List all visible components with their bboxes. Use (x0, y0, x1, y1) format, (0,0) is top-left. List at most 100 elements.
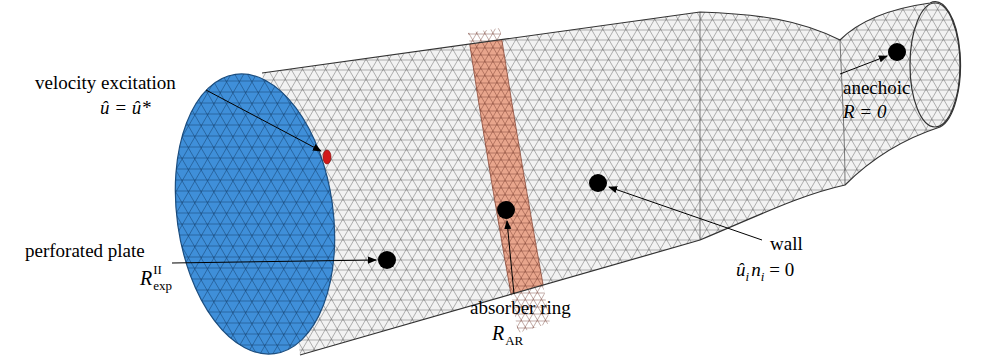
mesh-edge (782, 0, 985, 358)
mesh-edge (886, 0, 985, 358)
mesh-edge (250, 70, 985, 71)
mesh-edge (944, 0, 985, 358)
mesh-edge (390, 0, 597, 358)
mesh-edge (250, 200, 985, 201)
mesh-edge (510, 20, 695, 340)
contour-line (700, 12, 701, 240)
mesh-edge (80, 70, 246, 358)
mesh-edge (609, 0, 816, 358)
mesh-edge (461, 70, 627, 358)
mesh-edge (477, 20, 662, 340)
mesh-edge (309, 70, 475, 358)
mesh-edge (502, 20, 687, 340)
mesh-edge (169, 70, 335, 358)
mesh-edge (671, 20, 856, 340)
mesh-edge (143, 70, 309, 358)
mesh-edge (690, 0, 897, 358)
mesh-edge (979, 0, 985, 358)
mesh-edge (921, 0, 985, 358)
mesh-edge (558, 20, 743, 340)
mesh-edge (477, 20, 662, 340)
probe-dot (888, 43, 906, 61)
mesh-edge (574, 0, 781, 358)
probe-dot (497, 201, 515, 219)
mesh-edge (590, 20, 775, 340)
mesh-edge (967, 0, 985, 358)
mesh-edge (647, 20, 832, 340)
mesh-edge (736, 0, 943, 358)
leader-line (172, 260, 376, 263)
mesh-edge (250, 50, 985, 51)
probe-dot (378, 251, 396, 269)
mesh-edge (485, 20, 670, 340)
mesh-edge (713, 0, 920, 358)
mesh-edge (460, 237, 560, 238)
mesh-edge (460, 223, 560, 224)
mesh-edge (55, 70, 221, 358)
mesh-edge (448, 70, 614, 358)
mesh-edge (805, 0, 985, 358)
mesh-edge (551, 0, 758, 358)
mesh-edge (182, 70, 348, 358)
mesh-edge (771, 0, 978, 358)
mesh-edge (459, 0, 666, 358)
mesh-edge (623, 20, 808, 340)
mesh-edge (469, 20, 654, 340)
mesh-edge (704, 20, 889, 340)
mesh-edge (4, 70, 170, 358)
mesh-edge (759, 0, 966, 358)
formula-subscript: exp (153, 279, 172, 292)
mesh-edge (207, 70, 373, 358)
mesh-edge (644, 0, 851, 358)
mesh-edge (518, 20, 703, 340)
mesh-edge (542, 20, 727, 340)
outlet-rim (910, 3, 960, 127)
mesh-edge (42, 70, 208, 358)
mesh-edge (909, 0, 985, 358)
mesh-edge (250, 0, 985, 1)
mesh-edge (667, 0, 874, 358)
callout-text: velocity excitation (35, 73, 176, 92)
mesh-edge (424, 0, 631, 358)
mesh-edge (551, 0, 758, 358)
mesh-edge (623, 20, 808, 340)
mesh-edge (586, 0, 793, 358)
formula-superscript: II (153, 263, 162, 276)
mesh-edge (932, 0, 985, 358)
mesh-edge (460, 293, 560, 294)
body-outline (262, 2, 960, 355)
mesh-edge (979, 0, 985, 358)
mesh-edge (744, 20, 929, 340)
mesh-edge (460, 55, 560, 56)
callout-text: absorber ring (470, 298, 571, 317)
mesh-edge (840, 0, 985, 358)
formula-symbol: R (492, 323, 504, 343)
mesh-edge (886, 0, 985, 358)
mesh-edge (875, 0, 985, 358)
mesh-edge (29, 70, 195, 358)
mesh-edge (55, 70, 221, 358)
mesh-edge (621, 0, 828, 358)
mesh-edge (316, 20, 501, 340)
mesh-edge (678, 0, 885, 358)
mesh-edge (687, 20, 872, 340)
mesh-edge (308, 20, 493, 340)
mesh-edge (250, 270, 985, 271)
mesh-edge (679, 20, 864, 340)
mesh-edge (316, 20, 501, 340)
mesh-edge (582, 20, 767, 340)
mesh-edge (423, 70, 589, 358)
formula-subscript: i (746, 270, 750, 283)
mesh-edge (736, 20, 921, 340)
leader-line (507, 221, 514, 294)
mesh-edge (542, 20, 727, 340)
mesh-edge (598, 0, 805, 358)
mesh-edge (875, 0, 985, 358)
mesh-edge (250, 30, 985, 31)
mesh-edge (182, 70, 348, 358)
mesh-edge (713, 0, 920, 358)
mesh-edge (574, 20, 759, 340)
mesh-edge (220, 70, 386, 358)
mesh-edge (566, 20, 751, 340)
mesh-edge (782, 0, 985, 358)
